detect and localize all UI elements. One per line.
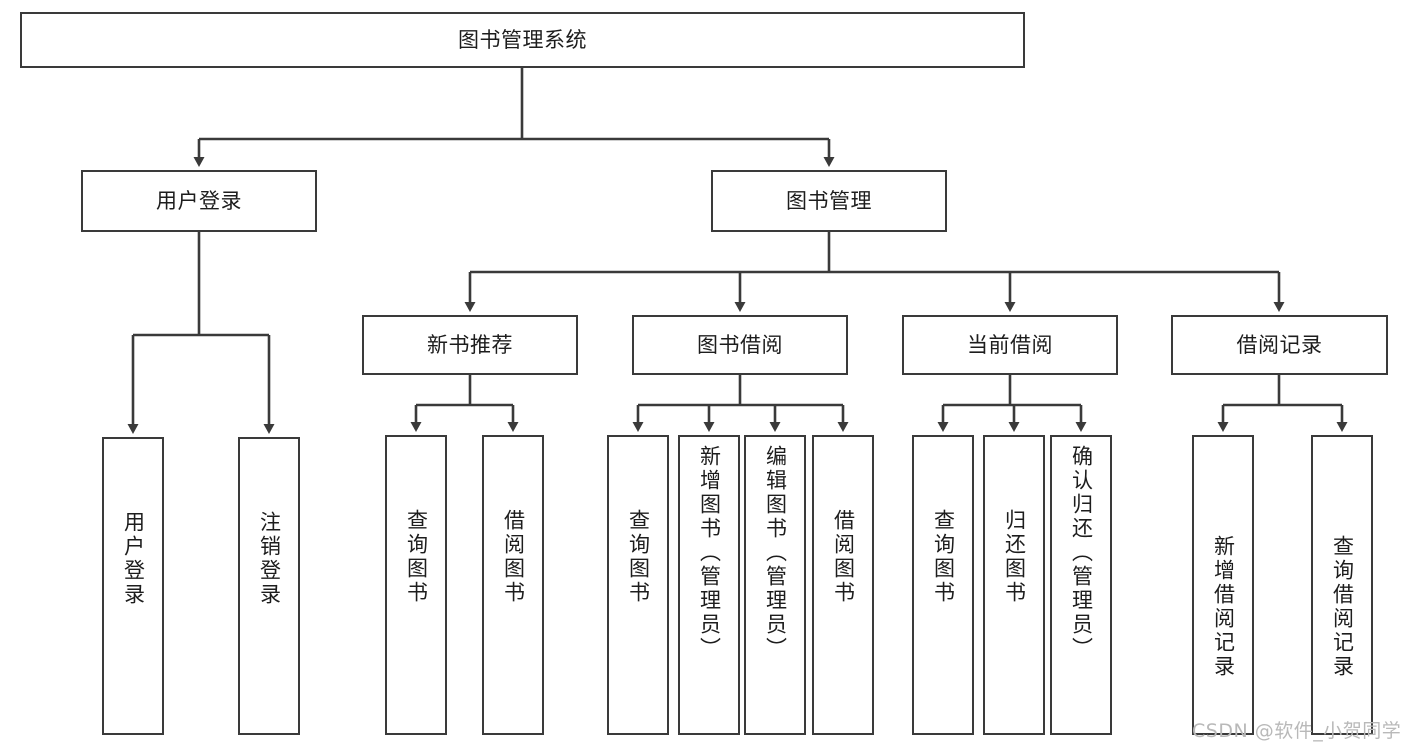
node-leaf-edit-book[interactable]: 编辑图书（管理员） [744,435,806,735]
node-leaf-query-book-2-label: 查询图书 [626,509,651,605]
watermark-text: CSDN @软件_小贺同学 [1192,720,1402,742]
node-book-borrow-label: 图书借阅 [697,332,783,357]
node-user-login-label: 用户登录 [156,188,242,213]
node-leaf-add-book[interactable]: 新增图书（管理员） [678,435,740,735]
node-leaf-query-book-2[interactable]: 查询图书 [607,435,669,735]
node-current-borrow-label: 当前借阅 [967,332,1053,357]
node-root-label: 图书管理系统 [458,27,587,52]
node-leaf-borrow-book-2[interactable]: 借阅图书 [812,435,874,735]
node-book-manage[interactable]: 图书管理 [711,170,947,232]
node-leaf-return-book[interactable]: 归还图书 [983,435,1045,735]
node-leaf-query-book-3[interactable]: 查询图书 [912,435,974,735]
node-new-book-rec-label: 新书推荐 [427,332,513,357]
node-leaf-query-book-3-label: 查询图书 [931,509,956,605]
node-borrow-record-label: 借阅记录 [1236,332,1323,357]
node-leaf-query-book-1[interactable]: 查询图书 [385,435,447,735]
node-root[interactable]: 图书管理系统 [20,12,1025,68]
node-book-manage-label: 图书管理 [786,188,872,213]
node-leaf-add-record-label: 新增借阅记录 [1211,535,1236,679]
node-leaf-query-record-label: 查询借阅记录 [1330,535,1355,679]
node-book-borrow[interactable]: 图书借阅 [632,315,848,375]
node-current-borrow[interactable]: 当前借阅 [902,315,1118,375]
node-leaf-confirm-return[interactable]: 确认归还（管理员） [1050,435,1112,735]
node-leaf-logout-label: 注销登录 [257,511,282,607]
node-leaf-user-login-label: 用户登录 [121,511,146,607]
node-leaf-return-book-label: 归还图书 [1002,509,1027,605]
node-leaf-borrow-book-2-label: 借阅图书 [831,509,856,605]
node-user-login[interactable]: 用户登录 [81,170,317,232]
node-leaf-query-book-1-label: 查询图书 [404,509,429,605]
node-leaf-edit-book-label: 编辑图书（管理员） [763,445,788,661]
node-leaf-user-login[interactable]: 用户登录 [102,437,164,735]
node-leaf-query-record[interactable]: 查询借阅记录 [1311,435,1373,735]
node-leaf-confirm-return-label: 确认归还（管理员） [1069,445,1094,661]
node-leaf-borrow-book-1[interactable]: 借阅图书 [482,435,544,735]
node-leaf-add-book-label: 新增图书（管理员） [697,445,722,661]
node-leaf-logout[interactable]: 注销登录 [238,437,300,735]
node-borrow-record[interactable]: 借阅记录 [1171,315,1388,375]
node-leaf-add-record[interactable]: 新增借阅记录 [1192,435,1254,735]
node-new-book-rec[interactable]: 新书推荐 [362,315,578,375]
node-leaf-borrow-book-1-label: 借阅图书 [501,509,526,605]
